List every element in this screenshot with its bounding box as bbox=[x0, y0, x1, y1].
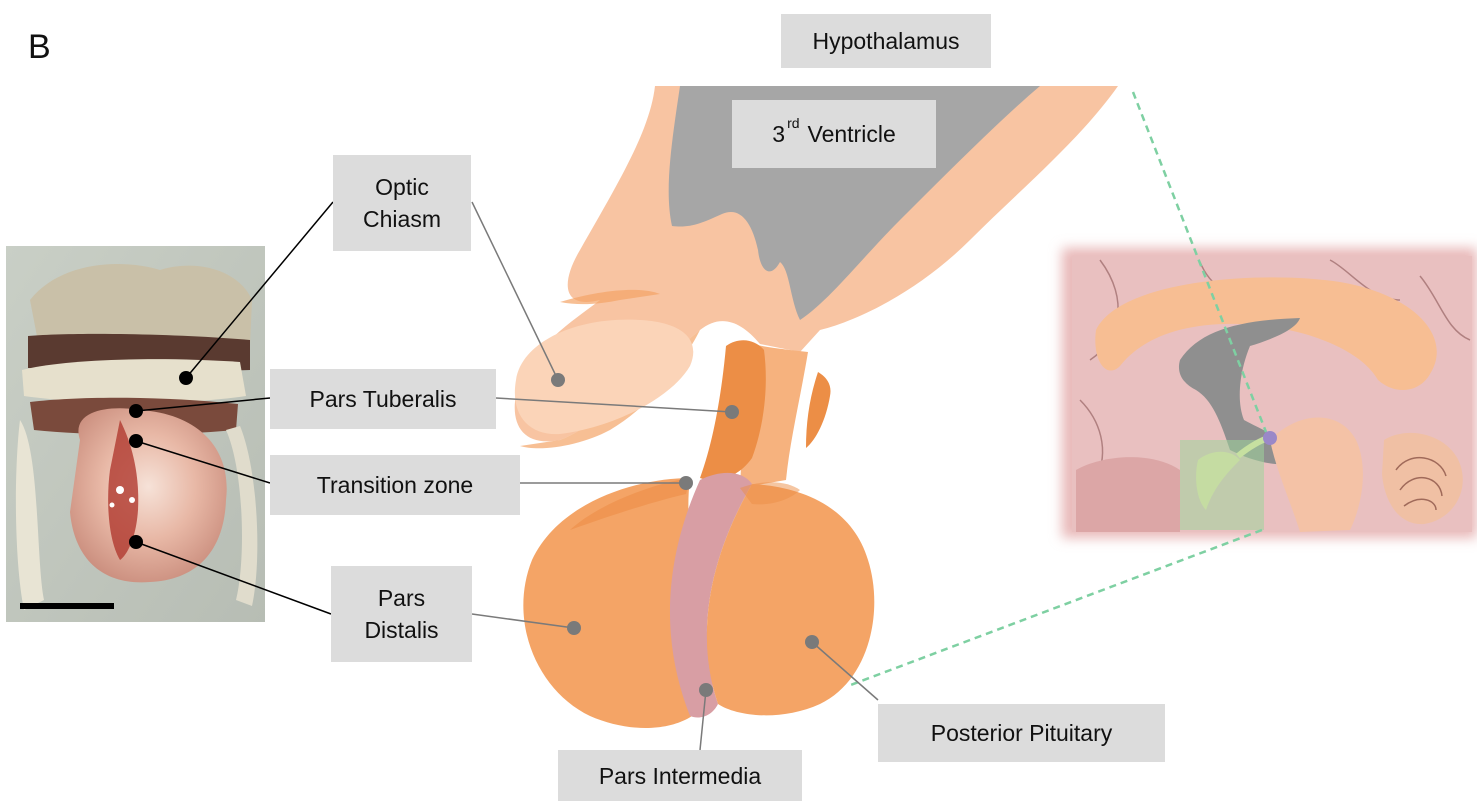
label-posterior-pituitary: Posterior Pituitary bbox=[878, 704, 1165, 762]
label-third-ventricle-number: 3 bbox=[772, 118, 785, 150]
panel-letter: B bbox=[28, 28, 51, 67]
label-optic-chiasm-line1: Optic bbox=[375, 171, 429, 203]
label-third-ventricle-word: Ventricle bbox=[808, 118, 896, 150]
pituitary-location-dot bbox=[1263, 431, 1277, 445]
label-hypothalamus-text: Hypothalamus bbox=[812, 25, 959, 57]
label-pars-intermedia-text: Pars Intermedia bbox=[599, 760, 761, 792]
brain-inset bbox=[1062, 248, 1477, 538]
tissue-photograph bbox=[6, 246, 265, 622]
label-transition-zone-text: Transition zone bbox=[317, 469, 473, 501]
label-pars-distalis-line2: Distalis bbox=[364, 614, 438, 646]
scale-bar bbox=[20, 603, 114, 609]
label-pars-distalis: Pars Distalis bbox=[331, 566, 472, 662]
label-hypothalamus: Hypothalamus bbox=[781, 14, 991, 68]
label-pars-tuberalis: Pars Tuberalis bbox=[270, 369, 496, 429]
label-pars-intermedia: Pars Intermedia bbox=[558, 750, 802, 801]
label-transition-zone: Transition zone bbox=[270, 455, 520, 515]
label-posterior-pituitary-text: Posterior Pituitary bbox=[931, 717, 1113, 749]
label-third-ventricle-sup: rd bbox=[787, 114, 799, 134]
label-optic-chiasm-line2: Chiasm bbox=[363, 203, 441, 235]
label-pars-distalis-line1: Pars bbox=[378, 582, 425, 614]
label-optic-chiasm: Optic Chiasm bbox=[333, 155, 471, 251]
label-pars-tuberalis-text: Pars Tuberalis bbox=[309, 383, 456, 415]
